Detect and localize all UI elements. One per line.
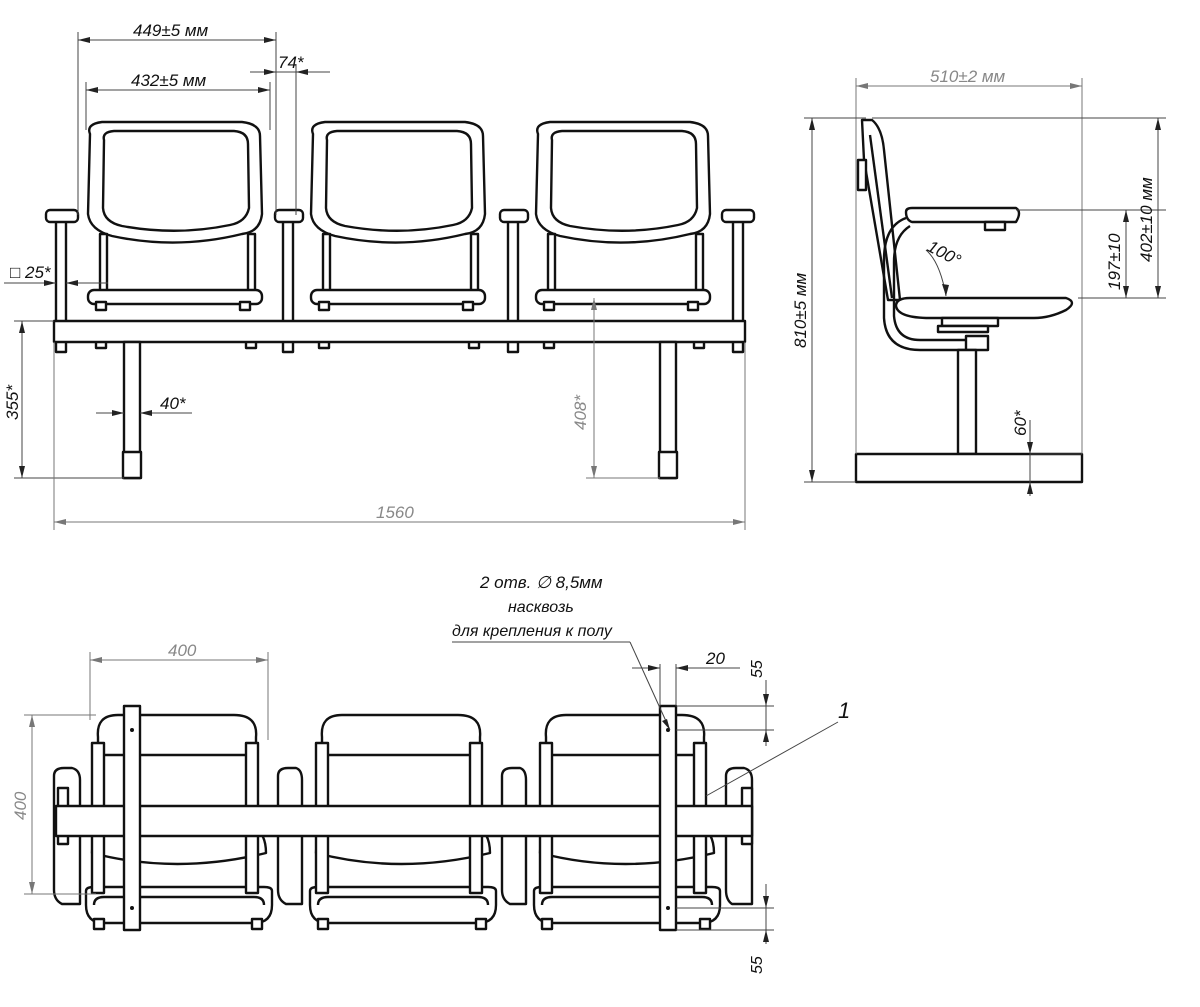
dim-seat-depth: 400 bbox=[11, 791, 30, 820]
dim-seat-width: 400 bbox=[168, 641, 197, 660]
top-view-dimensions bbox=[24, 641, 839, 944]
dim-leg-width: 40* bbox=[160, 394, 187, 413]
dim-beam-height: 408* bbox=[571, 394, 590, 430]
dim-base-thickness: 60* bbox=[1011, 409, 1030, 436]
dim-overall-seat-width: 449±5 мм bbox=[133, 21, 209, 40]
dim-armrest-height: 402±10 мм bbox=[1137, 177, 1156, 262]
dim-total-height: 810±5 мм bbox=[791, 272, 810, 348]
dim-front-margin: 55 bbox=[749, 660, 766, 678]
mounting-note-line1: 2 отв. ∅ 8,5мм bbox=[479, 573, 603, 592]
dim-back-margin: 55 bbox=[749, 956, 766, 974]
dim-inner-seat-width: 432±5 мм bbox=[131, 71, 207, 90]
front-view-dimensions bbox=[4, 32, 746, 530]
mounting-note-line2: насквозь bbox=[508, 599, 574, 616]
dim-back-angle: 100° bbox=[924, 237, 964, 270]
dim-armrest-gap: 74* bbox=[278, 53, 305, 72]
top-view bbox=[52, 704, 754, 932]
front-view bbox=[44, 120, 756, 480]
dim-tube-section: □ 25* bbox=[10, 263, 52, 282]
dim-depth: 510±2 мм bbox=[930, 67, 1006, 86]
dim-total-length: 1560 bbox=[376, 503, 414, 522]
side-view bbox=[854, 118, 1084, 484]
dim-seat-height: 355* bbox=[3, 384, 22, 420]
dim-offset: 20 bbox=[705, 649, 725, 668]
side-view-dimensions bbox=[804, 78, 1166, 496]
dim-armrest-above-seat: 197±10 bbox=[1105, 233, 1124, 290]
callout-number: 1 bbox=[838, 698, 850, 723]
mounting-note-line3: для крепления к полу bbox=[452, 623, 613, 640]
